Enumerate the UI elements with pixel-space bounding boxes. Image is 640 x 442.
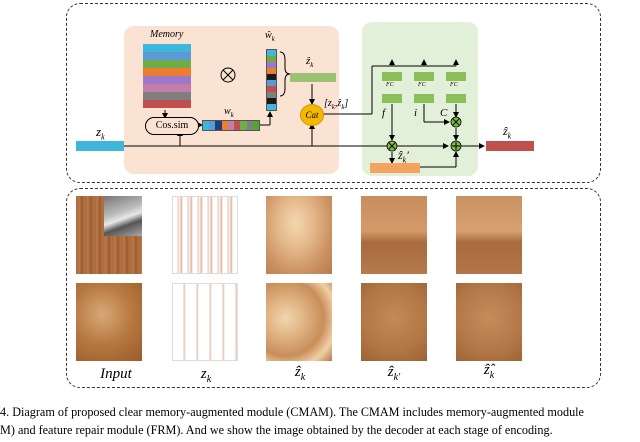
w-hat-vector-cell	[267, 86, 276, 92]
row2-zk-image	[172, 283, 238, 361]
z-hat-prime-bar	[370, 163, 420, 173]
row1-zk-image	[172, 196, 238, 274]
w-hat-vector-cell	[267, 80, 276, 86]
memory-bank	[143, 44, 191, 108]
output-label: ẑk	[503, 124, 512, 141]
z-hat-bar	[290, 73, 336, 82]
f-gate-label: f	[382, 107, 386, 119]
w-hat-vector-cell	[267, 62, 276, 68]
c-gate-label: C	[440, 107, 448, 119]
w-hat-vector-cell	[267, 68, 276, 74]
row2-zhat-prime-image	[361, 283, 427, 361]
i-gate-label: i	[414, 107, 418, 119]
cmam-diagram-panel	[66, 3, 601, 183]
w-vector-cell	[209, 121, 216, 130]
row2-output-image	[456, 283, 522, 361]
w-vector-cell	[246, 121, 253, 130]
z-input-bar	[76, 141, 124, 151]
fc-block-i-bottom	[414, 94, 434, 103]
output-bar	[486, 141, 534, 151]
results-panel	[66, 188, 601, 388]
row1-output-image	[456, 196, 522, 274]
fc-block-c	[446, 72, 466, 81]
figure-caption-line2: M) and feature repair module (FRM). And …	[0, 423, 553, 437]
diagram-arrows	[124, 51, 485, 168]
memory-slot	[143, 100, 191, 108]
w-hat-vector-cell	[267, 56, 276, 62]
row2-zhat-image	[266, 283, 332, 361]
w-label: wk	[224, 106, 234, 119]
w-vector-cell	[240, 121, 247, 130]
row1-zhat-prime-image	[361, 196, 427, 274]
w-hat-vector-cell	[267, 92, 276, 98]
col-label-zk: zk	[200, 366, 212, 385]
memory-slot	[143, 76, 191, 84]
fc-block-f	[382, 72, 402, 81]
z-hat-prime-label: ẑk′	[398, 148, 409, 165]
memory-slot	[143, 92, 191, 100]
w-vector-cell	[252, 121, 259, 130]
row2-input-image	[76, 283, 142, 361]
fc-label-i: FC	[418, 82, 426, 88]
col-label-output: ẑ̂k	[483, 362, 495, 381]
figure-caption-line1: 4. Diagram of proposed clear memory-augm…	[0, 405, 584, 419]
w-vector-cell	[221, 121, 228, 130]
memory-label: Memory	[150, 29, 184, 40]
memory-slot	[143, 68, 191, 76]
fc-label-f: FC	[386, 82, 394, 88]
memory-slot	[143, 60, 191, 68]
col-label-zhat-prime: ẑk′	[387, 364, 401, 383]
w-hat-vector	[266, 49, 277, 111]
fc-block-f-bottom	[382, 94, 402, 103]
col-label-zhat: ẑk	[294, 364, 306, 383]
w-vector-cell	[227, 121, 235, 130]
concat-label: [zk,ẑk]	[324, 98, 349, 111]
fc-label-c: FC	[450, 82, 458, 88]
fc-block-i	[414, 72, 434, 81]
memory-slot	[143, 84, 191, 92]
w-hat-vector-cell	[267, 74, 276, 80]
z-input-label: zk	[96, 124, 105, 142]
w-vector-cell	[215, 121, 222, 130]
memory-slot	[143, 52, 191, 60]
cat-node: Cat	[300, 104, 324, 126]
w-vector-cell	[234, 121, 241, 130]
w-hat-vector-cell	[267, 98, 276, 104]
fc-block-c-bottom	[446, 94, 466, 103]
row1-input-occlusion	[104, 196, 142, 236]
row1-zhat-image	[266, 196, 332, 274]
cos-sim-node: Cos.sim	[145, 117, 199, 135]
w-vector	[202, 120, 260, 131]
w-hat-label: ŵk	[265, 30, 275, 43]
cos-sim-label: Cos.sim	[155, 120, 189, 131]
memory-slot	[143, 44, 191, 52]
z-hat-label: ẑk	[306, 55, 314, 70]
w-vector-cell	[203, 121, 210, 130]
w-hat-vector-cell	[267, 104, 276, 110]
col-label-input: Input	[100, 366, 132, 382]
w-hat-vector-cell	[267, 50, 276, 56]
